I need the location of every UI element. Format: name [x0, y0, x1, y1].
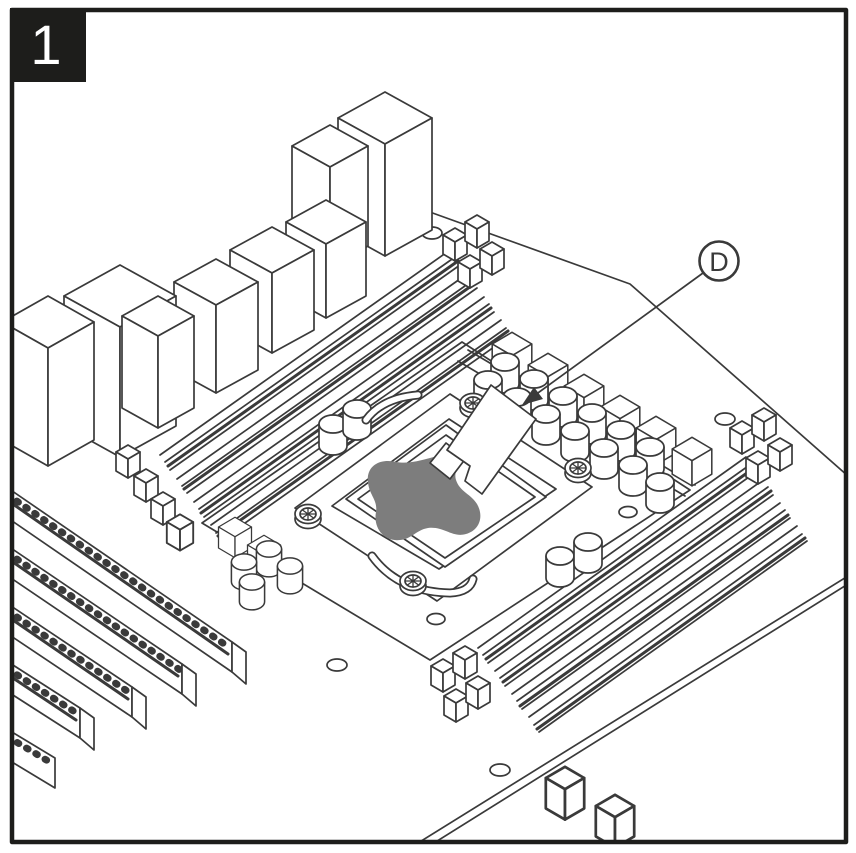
pcie-slot: [14, 732, 57, 789]
mounting-holes: [326, 226, 736, 777]
capacitor-boxes: [14, 91, 433, 467]
pcie-slot: [14, 491, 247, 685]
pcie-slot: [14, 549, 197, 707]
applicator-body: [446, 384, 537, 495]
callout-circle: D: [698, 240, 740, 282]
pcie-slot: [14, 607, 147, 730]
step-number-background: [10, 8, 86, 82]
dimm-slots-left: [115, 214, 512, 552]
pcie-slots: [14, 491, 247, 789]
pcie-slot: [14, 664, 95, 751]
callout-leader: [522, 272, 704, 405]
step-number-box: 1: [10, 8, 86, 82]
dimm-slots-right: [430, 407, 808, 840]
paste-applicator: [429, 384, 537, 495]
frame-border: [9, 7, 849, 845]
callout-label: D: [709, 247, 729, 277]
components-lower-left: [217, 516, 304, 611]
step-number: 1: [30, 13, 61, 76]
socket-lever: [361, 390, 478, 598]
